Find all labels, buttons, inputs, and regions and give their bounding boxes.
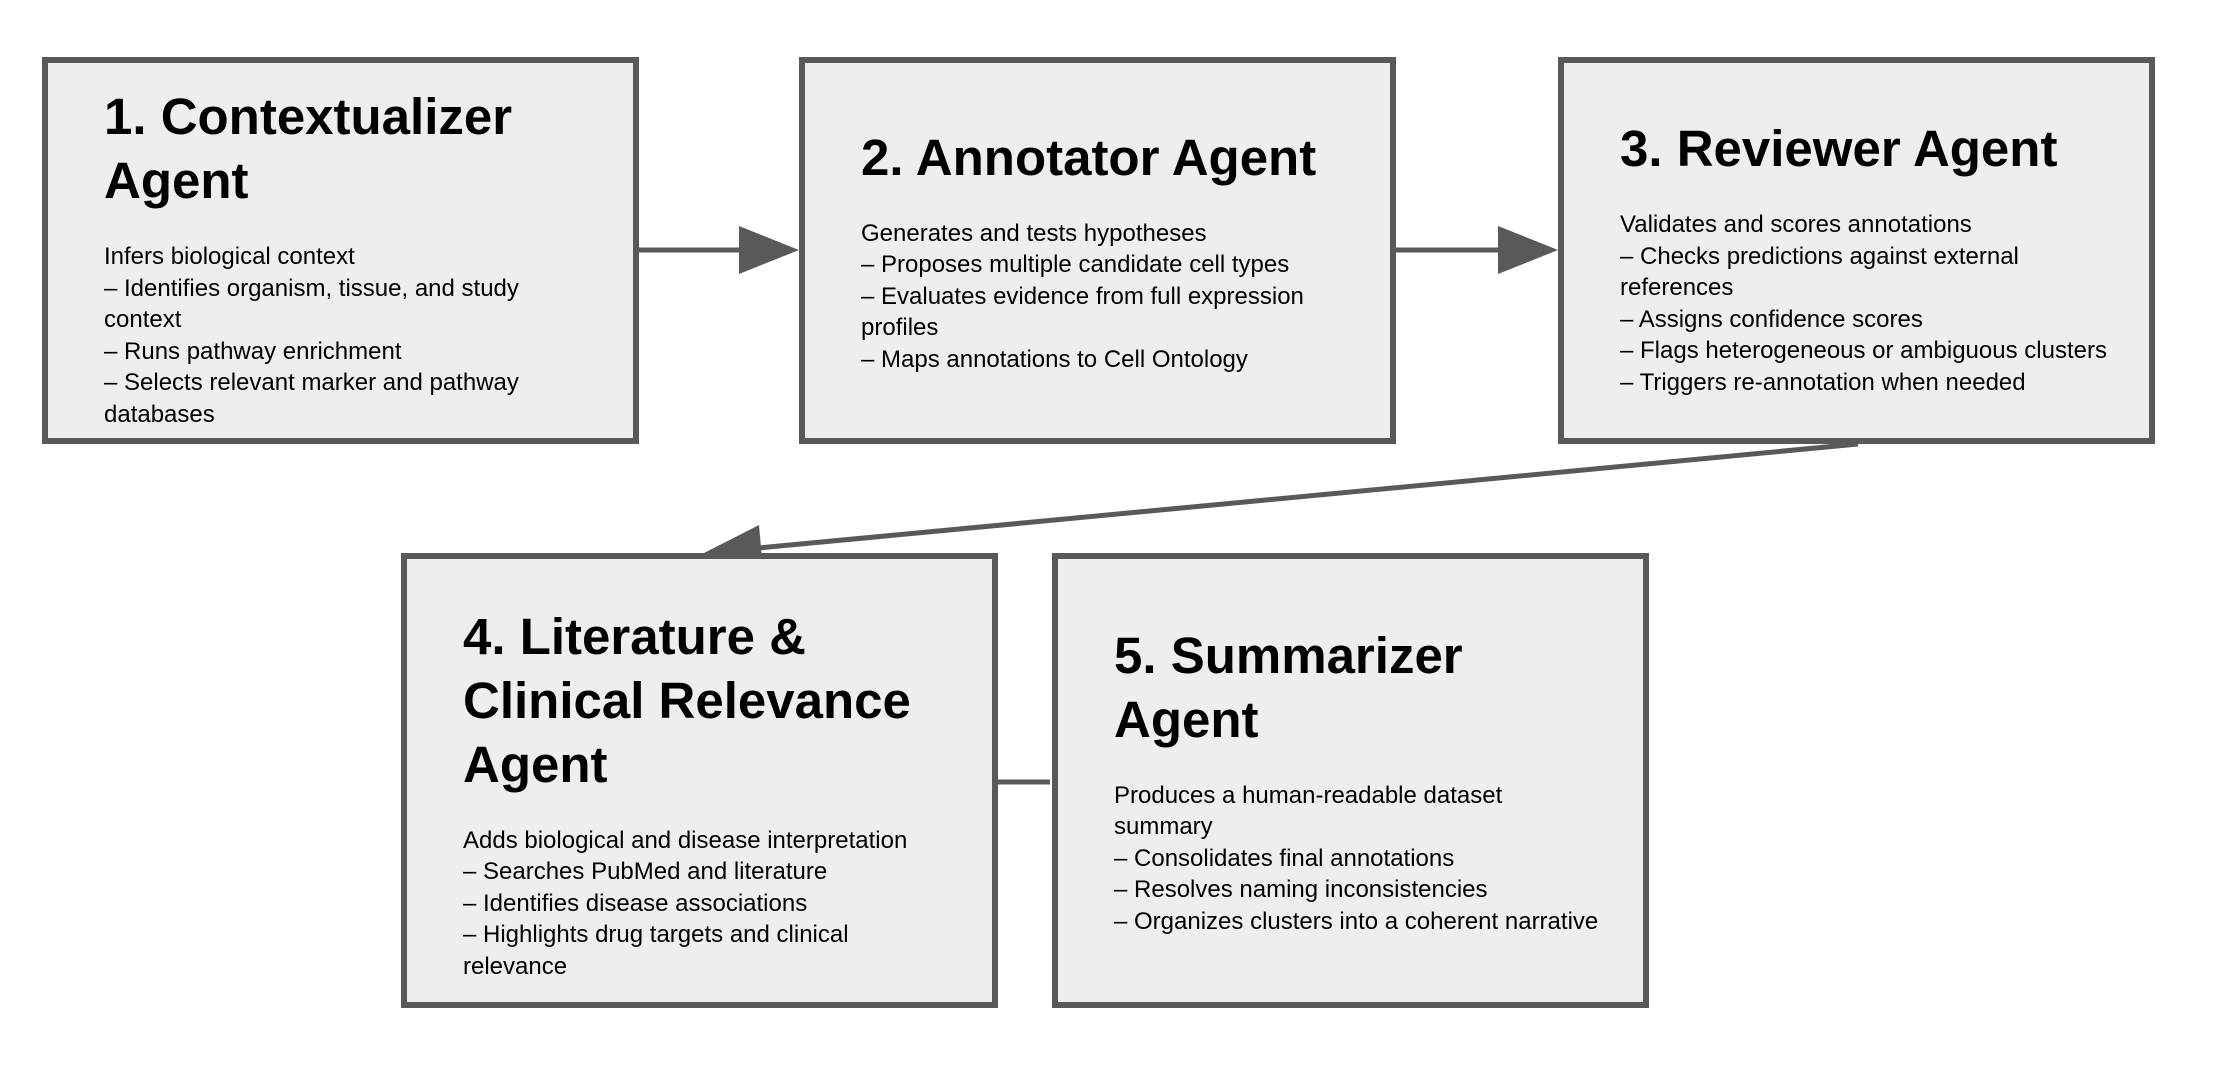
agent-bullet: – Selects relevant marker and pathway da… [104, 369, 519, 428]
agent-description: Adds biological and disease interpretati… [463, 826, 908, 854]
agent-title: 1. Contextualizer Agent [104, 88, 513, 209]
agent-description: Infers biological context [104, 243, 355, 270]
agent-title: 3. Reviewer Agent [1620, 120, 2058, 177]
agent-bullet: – Consolidates final annotations [1114, 844, 1455, 872]
agent-box-contextualizer: 1. Contextualizer Agent Infers biologica… [42, 57, 639, 444]
agent-box-content: 2. Annotator Agent Generates and tests h… [861, 63, 1350, 438]
agent-bullet: – Checks predictions against external re… [1620, 242, 2019, 302]
agent-bullet: – Resolves naming inconsistencies [1114, 876, 1488, 904]
agent-bullet: – Identifies organism, tissue, and study… [104, 274, 519, 334]
agent-bullet: – Highlights drug targets and clinical r… [463, 921, 849, 980]
agent-title: 5. Summarizer Agent [1114, 626, 1463, 748]
agent-box-summarizer: 5. Summarizer Agent Produces a human-rea… [1052, 553, 1649, 1008]
agent-box-content: 3. Reviewer Agent Validates and scores a… [1620, 63, 2109, 438]
arrow-3-to-4 [704, 441, 1859, 570]
agent-box-content: 1. Contextualizer Agent Infers biologica… [104, 63, 593, 438]
agent-box-literature-clinical: 4. Literature & Clinical Relevance Agent… [401, 553, 998, 1008]
agent-bullet: – Searches PubMed and literature [463, 858, 828, 886]
agent-description: Produces a human-readable dataset summar… [1114, 781, 1503, 841]
agent-title: 2. Annotator Agent [861, 128, 1317, 186]
agent-bullet: – Organizes clusters into a coherent nar… [1114, 907, 1599, 935]
agent-bullet: – Maps annotations to Cell Ontology [861, 345, 1248, 373]
agent-bullet: – Identifies disease associations [463, 889, 808, 917]
agent-bullet: – Flags heterogeneous or ambiguous clust… [1620, 337, 2107, 364]
agent-bullet: – Proposes multiple candidate cell types [861, 251, 1290, 279]
agent-box-content: 4. Literature & Clinical Relevance Agent… [463, 559, 952, 1002]
agent-box-reviewer: 3. Reviewer Agent Validates and scores a… [1558, 57, 2155, 444]
agent-box-content: 5. Summarizer Agent Produces a human-rea… [1114, 559, 1603, 1002]
arrow-2-to-3 [1396, 226, 1558, 274]
agent-description: Generates and tests hypotheses [861, 219, 1207, 247]
arrow-1-to-2 [639, 226, 799, 274]
agent-bullet: – Triggers re-annotation when needed [1620, 368, 2026, 396]
agent-bullet: – Assigns confidence scores [1620, 305, 1923, 333]
agent-bullet: – Evaluates evidence from full expressio… [861, 282, 1304, 342]
agent-box-annotator: 2. Annotator Agent Generates and tests h… [799, 57, 1396, 444]
agent-bullet: – Runs pathway enrichment [104, 337, 402, 365]
agent-title: 4. Literature & Clinical Relevance Agent [463, 607, 911, 793]
agent-description: Validates and scores annotations [1620, 211, 1972, 238]
